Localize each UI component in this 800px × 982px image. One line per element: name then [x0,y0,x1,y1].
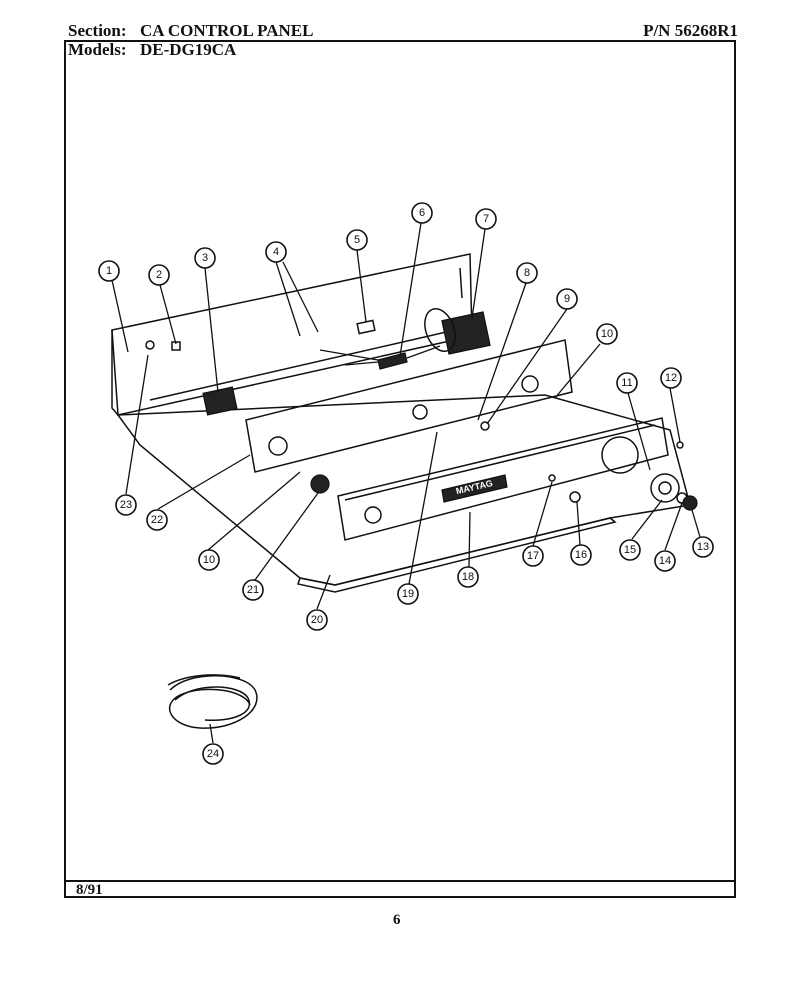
callout-13: 13 [692,536,714,558]
svg-text:22: 22 [151,514,163,526]
leader-lines [111,222,701,744]
diagram-frame: 8/91 [64,40,736,898]
screw-23 [145,340,155,350]
section-label: Section: [68,21,127,40]
lamp-16 [569,491,581,503]
callouts: 1 2 3 4 5 6 7 8 9 10 10 11 12 13 14 15 1… [98,202,714,765]
revision-date: 8/91 [76,882,103,898]
callout-11: 11 [616,372,638,394]
svg-text:7: 7 [483,213,489,225]
callout-4: 4 [265,241,287,263]
callout-2: 2 [148,264,170,286]
svg-text:15: 15 [624,544,636,556]
svg-text:23: 23 [120,499,132,511]
callout-18: 18 [457,566,479,588]
svg-text:5: 5 [354,234,360,246]
svg-text:12: 12 [665,372,677,384]
callout-22: 22 [146,509,168,531]
callout-14: 14 [654,550,676,572]
models-label: Models: [68,40,127,59]
svg-text:17: 17 [527,550,539,562]
maytag-logo: MAYTAG [441,474,508,503]
svg-text:2: 2 [156,269,162,281]
callout-23: 23 [115,494,137,516]
svg-text:21: 21 [247,584,259,596]
callout-21: 21 [242,579,264,601]
nut-9 [480,421,490,431]
svg-text:11: 11 [621,377,632,389]
callout-10-left: 10 [198,549,220,571]
callout-6: 6 [411,202,433,224]
callout-10-right: 10 [596,323,618,345]
callout-12: 12 [660,367,682,389]
footer-divider [66,880,734,882]
base-panel [116,394,691,593]
page-number: 6 [393,912,401,928]
svg-text:14: 14 [659,555,671,567]
svg-text:3: 3 [202,252,208,264]
svg-text:20: 20 [311,614,323,626]
svg-text:16: 16 [575,549,587,561]
screw-12 [676,441,684,449]
callout-9: 9 [556,288,578,310]
bracket-plate [245,339,573,473]
knob-15 [650,473,680,503]
connector-5 [356,319,376,335]
callout-20: 20 [306,609,328,631]
callout-1: 1 [98,260,120,282]
callout-15: 15 [619,539,641,561]
callout-7: 7 [475,208,497,230]
callout-3: 3 [194,247,216,269]
svg-text:19: 19 [402,588,414,600]
svg-text:9: 9 [564,293,570,305]
svg-text:24: 24 [207,748,219,760]
section-title: CA CONTROL PANEL [140,21,314,40]
callout-5: 5 [346,229,368,251]
knob-21 [310,474,330,494]
callout-19: 19 [397,583,419,605]
callout-8: 8 [516,262,538,284]
part-number: P/N 56268R1 [643,21,738,40]
front-control-panel [337,417,669,541]
svg-text:4: 4 [273,246,279,258]
svg-text:13: 13 [697,541,709,553]
svg-text:1: 1 [106,265,112,277]
callout-16: 16 [570,544,592,566]
clip-19 [412,404,428,420]
svg-text:8: 8 [524,267,530,279]
knob-13 [682,495,698,511]
screw-17 [548,474,556,482]
switch-3 [202,386,238,416]
resistor-6 [377,352,408,370]
svg-text:18: 18 [462,571,474,583]
callout-24: 24 [202,743,224,765]
wire-harness [167,674,258,729]
models-value: DE-DG19CA [140,40,237,59]
svg-text:10: 10 [601,328,613,340]
svg-text:6: 6 [419,207,425,219]
svg-text:10: 10 [203,554,215,566]
callout-17: 17 [522,545,544,567]
